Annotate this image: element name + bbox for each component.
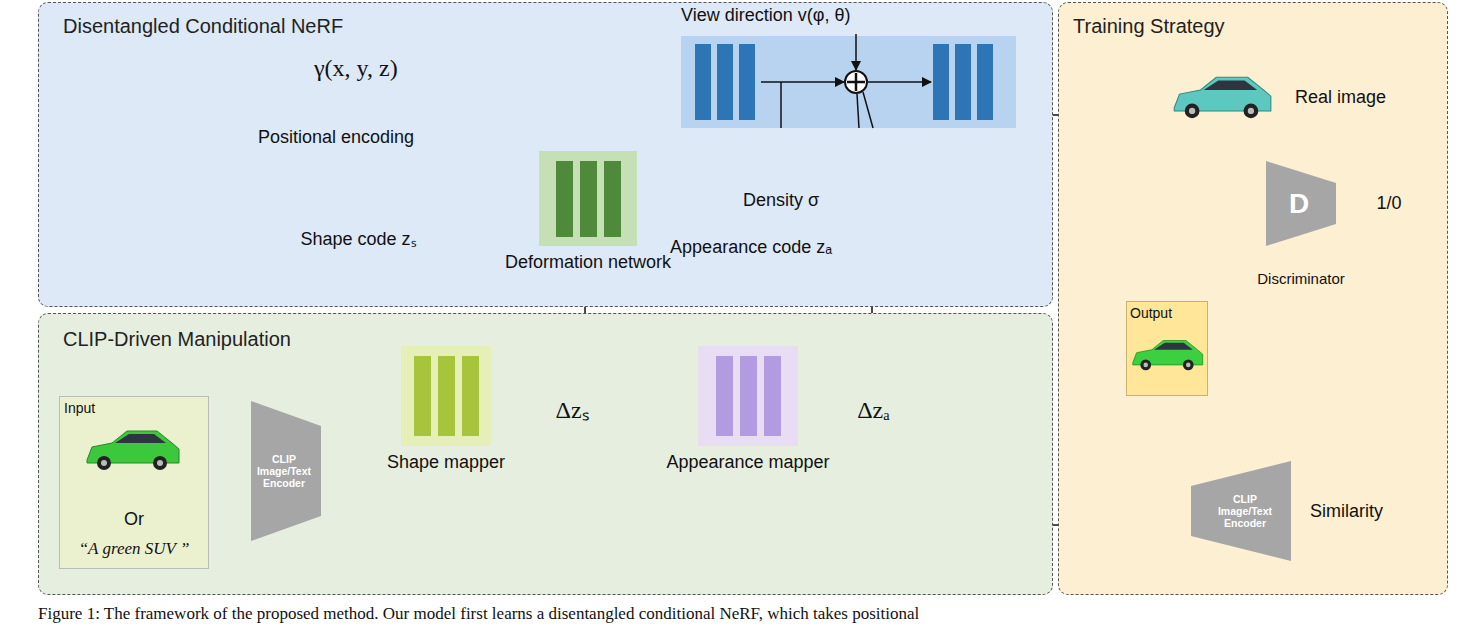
node-text: CLIP Image/Text Encoder [253,453,315,489]
node-text: D [1289,187,1309,219]
image-sample: Real image [1161,51,1391,146]
latent-label: Δzₛ [541,396,603,426]
node-text: Real image [1295,87,1386,108]
layer-bar [438,356,455,436]
output-label: Similarity [1299,497,1394,525]
node-text: Disentangled Conditional NeRF [63,15,343,38]
layer-bar [414,356,431,436]
encoder-block: CLIP Image/Text Encoder [1191,461,1291,561]
layer-bar [580,161,597,237]
node-text: “A green SUV ” [79,539,190,559]
network-box: Deformation network [539,151,637,246]
figure-caption: Figure 1: The framework of the proposed … [38,604,919,624]
code-label: Shape code zₛ [271,225,446,253]
layer-bar [740,356,757,436]
layer-bar [462,356,479,436]
node-text: Appearance mapper [666,452,829,473]
car-illustration [1174,77,1271,118]
code-label: Appearance code zₐ [651,233,851,261]
panel: Disentangled Conditional NeRF γ(x, y, z) P… [38,2,1053,307]
encoder-block: CLIP Image/Text Encoder [251,401,321,541]
layer-bar [716,356,733,436]
encoding-label: γ(x, y, z) Positional encoding [256,51,461,156]
node-text: Output [1130,305,1172,321]
mapper-box: Shape mapper [401,346,491,446]
node-text: Appearance code zₐ [670,237,832,258]
node-text: View direction v(φ, θ) [681,5,850,26]
discriminator-block: DDiscriminator [1266,161,1336,246]
node-text: Training Strategy [1073,15,1225,38]
mlp-block: View direction v(φ, θ) [681,36,1016,128]
layer-bar [556,161,573,237]
node-text: Input [64,400,95,416]
node-text: γ(x, y, z) [314,55,398,83]
latent-label: Δzₐ [841,396,906,426]
car-illustration [1133,341,1203,371]
panel: CLIP-Driven ManipulationInputOr “A green … [38,313,1053,595]
node-text: Δzₛ [555,397,588,425]
node-text: Deformation network [505,252,671,273]
node-text: CLIP Image/Text Encoder [1213,493,1277,529]
node-text: Density σ [743,190,819,211]
car-illustration [87,431,179,470]
node-text: Discriminator [1257,270,1345,287]
mlp-internals [681,36,1016,128]
layer-bar [604,161,621,237]
output-label: 1/0 [1369,189,1409,217]
node-text: Shape mapper [387,452,505,473]
node-text: 1/0 [1376,193,1401,214]
node-text: Δzₐ [857,397,890,425]
panel: Training StrategyReal imageDDiscriminato… [1058,2,1448,595]
input-box: InputOr “A green SUV ” [59,396,209,569]
node-text: Or [124,509,144,530]
mapper-box: Appearance mapper [698,346,798,446]
node-text: CLIP-Driven Manipulation [63,328,291,351]
node-text: Positional encoding [258,127,414,148]
output-label: Density σ [726,186,836,214]
node-text: Similarity [1310,501,1383,522]
output-box: Output [1126,301,1208,396]
node-text: Shape code zₛ [300,229,416,250]
layer-bar [764,356,781,436]
